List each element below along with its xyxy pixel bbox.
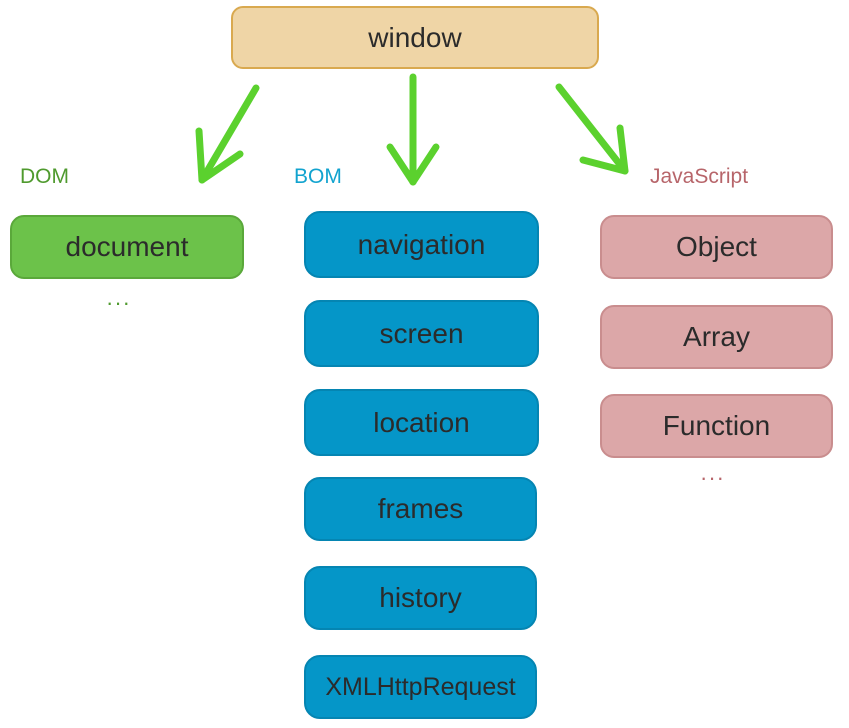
xmlhttprequest-node-label: XMLHttpRequest	[325, 672, 516, 701]
bom-category-label: BOM	[294, 165, 342, 188]
array-node-label: Array	[683, 321, 750, 352]
history-node-label: history	[379, 582, 462, 613]
javascript-category-label: JavaScript	[650, 165, 749, 188]
function-node: Function	[600, 394, 833, 458]
navigation-node-label: navigation	[357, 228, 486, 260]
xmlhttprequest-node: XMLHttpRequest	[304, 655, 537, 719]
arrow-to-javascript	[555, 83, 629, 175]
navigation-node: navigation	[304, 211, 539, 278]
document-node: document	[10, 215, 244, 279]
function-node-label: Function	[662, 410, 771, 441]
frames-node-label: frames	[377, 493, 464, 524]
screen-node: screen	[304, 300, 539, 367]
javascript-more-ellipsis: ···	[700, 465, 725, 490]
object-node-label: Object	[676, 231, 757, 262]
arrow-to-bom	[386, 73, 440, 186]
window-node-label: window	[368, 21, 462, 53]
dom-more-ellipsis: ···	[106, 290, 131, 315]
location-node: location	[304, 389, 539, 456]
history-node: history	[304, 566, 537, 630]
window-node: window	[231, 6, 599, 69]
dom-category-label: DOM	[20, 165, 69, 188]
frames-node: frames	[304, 477, 537, 541]
location-node-label: location	[373, 406, 470, 438]
document-node-label: document	[65, 231, 189, 262]
object-node: Object	[600, 215, 833, 279]
arrow-to-dom	[195, 84, 260, 184]
array-node: Array	[600, 305, 833, 369]
screen-node-label: screen	[379, 317, 464, 349]
